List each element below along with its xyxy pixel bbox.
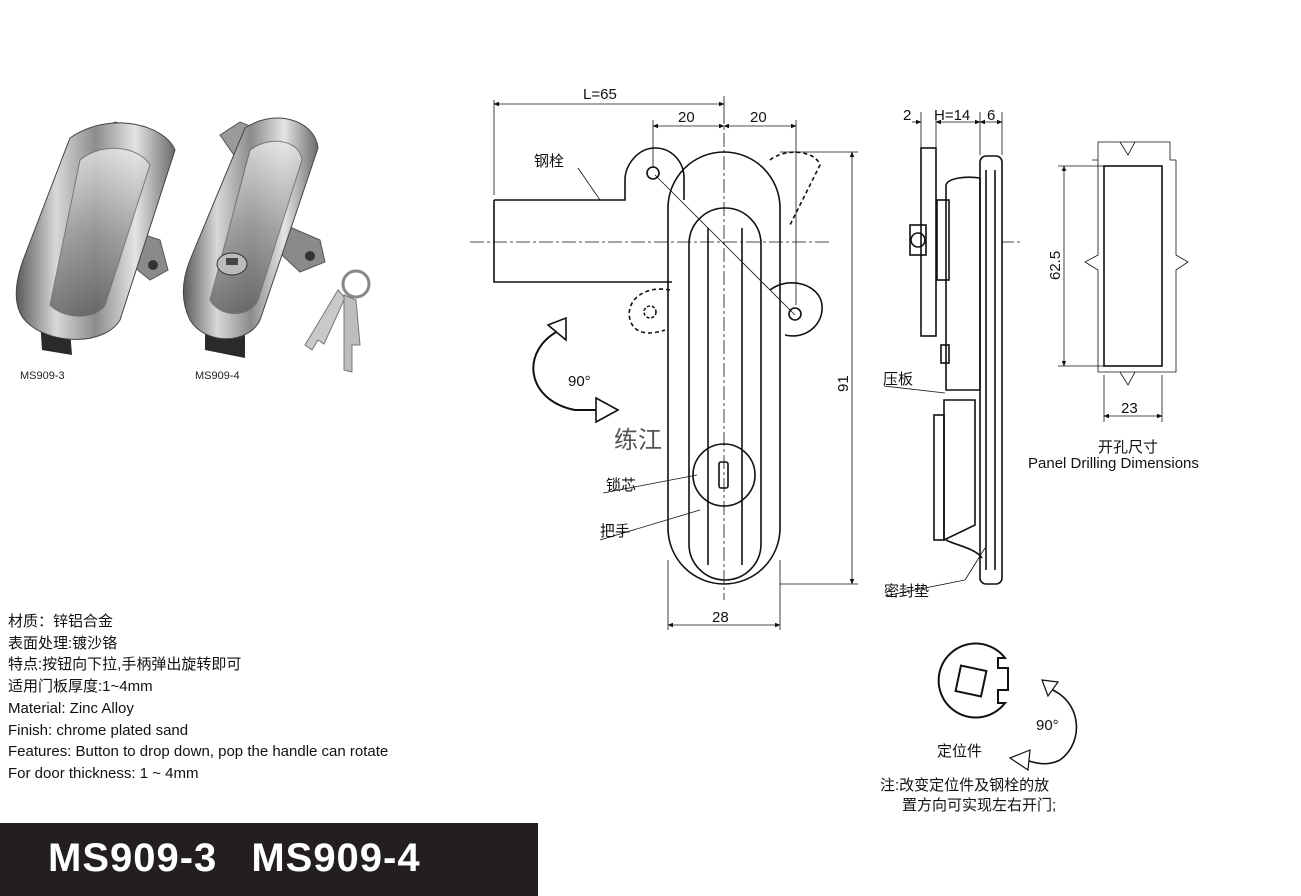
model-banner-text: MS909-3 MS909-4 xyxy=(48,836,455,881)
positioner-drawing xyxy=(937,642,1078,772)
dim-drill-height: 62.5 xyxy=(1047,251,1064,280)
key-icon xyxy=(304,269,371,373)
dim-drill-width: 23 xyxy=(1121,400,1138,417)
dim-h: H=14 xyxy=(934,107,970,124)
label-lock-core: 锁芯 xyxy=(606,477,636,494)
drilling-title-en: Panel Drilling Dimensions xyxy=(1028,455,1199,472)
side-view-dimensions xyxy=(883,112,1020,597)
dim-length: L=65 xyxy=(583,86,617,103)
positioner-note-line1: 注:改变定位件及钢栓的放 xyxy=(880,777,1050,794)
spec-thickness-cn: 适用门板厚度:1~4mm xyxy=(8,678,153,696)
front-view xyxy=(470,110,830,600)
spec-features-cn: 特点:按钮向下拉,手柄弹出旋转即可 xyxy=(8,656,242,674)
front-view-dimensions xyxy=(493,96,858,630)
model-b: MS909-4 xyxy=(251,836,421,880)
specification-list: 材质：锌铝合金 表面处理:镀沙铬 特点:按钮向下拉,手柄弹出旋转即可 适用门板厚… xyxy=(8,611,388,785)
spec-finish-cn: 表面处理:镀沙铬 xyxy=(8,634,118,652)
spec-material-en: Material: Zinc Alloy xyxy=(8,699,134,717)
photo-caption-right: MS909-4 xyxy=(195,370,240,382)
spec-material-cn: 材质：锌铝合金 xyxy=(8,613,114,630)
label-handle: 把手 xyxy=(600,523,630,540)
label-gasket: 密封垫 xyxy=(884,583,929,600)
dim-left-offset: 20 xyxy=(678,109,695,126)
label-rotation: 90° xyxy=(568,373,591,390)
side-view xyxy=(909,147,1003,585)
positioner-label: 定位件 xyxy=(937,743,982,760)
label-watermark: 练江 xyxy=(614,426,662,454)
spec-features-en: Features: Button to drop down, pop the h… xyxy=(8,743,389,761)
dim-right-offset: 20 xyxy=(750,109,767,126)
positioner-note: 注:改变定位件及钢栓的放 置方向可实现左右开门; xyxy=(880,776,1056,816)
positioner-rotation: 90° xyxy=(1036,717,1059,734)
product-photo-ms909-4 xyxy=(182,117,326,358)
positioner-note-line2: 置方向可实现左右开门; xyxy=(902,797,1057,814)
spec-thickness-en: For door thickness: 1 ~ 4mm xyxy=(8,764,199,782)
dim-2: 2 xyxy=(903,107,911,124)
dim-6: 6 xyxy=(987,107,995,124)
panel-drilling-drawing xyxy=(1084,141,1189,386)
dim-width: 28 xyxy=(712,609,729,626)
product-photo-ms909-3 xyxy=(15,121,176,355)
model-banner xyxy=(0,823,538,896)
model-a: MS909-3 xyxy=(48,836,218,880)
label-press-plate: 压板 xyxy=(883,370,913,388)
panel-drilling-dimensions xyxy=(1058,165,1163,422)
dim-height: 91 xyxy=(835,375,852,392)
drilling-title-cn: 开孔尺寸 xyxy=(1098,439,1159,456)
photo-caption-left: MS909-3 xyxy=(20,370,65,382)
label-bolt: 钢栓 xyxy=(534,153,564,170)
spec-finish-en: Finish: chrome plated sand xyxy=(8,721,189,739)
